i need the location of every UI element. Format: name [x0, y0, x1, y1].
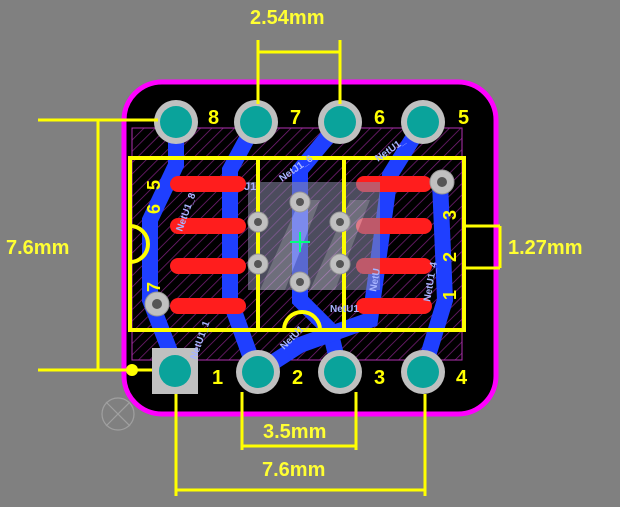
bottom-copper-traces [142, 114, 454, 380]
smd-pin-labels: 5 6 7 3 2 1 [144, 180, 460, 300]
smd-pad-6 [170, 218, 246, 234]
inner-notch [282, 310, 322, 331]
smd-pin-label: 3 [440, 210, 460, 220]
dip-pin-number: 3 [374, 367, 385, 389]
trace-pin8 [142, 114, 186, 380]
dip-width-dimension: 7.6mm [262, 459, 325, 481]
dip-pin-number: 1 [212, 367, 223, 389]
dip-pad-6 [324, 106, 356, 138]
dip-pad-5 [407, 106, 439, 138]
pin1-notch [129, 224, 150, 264]
dip-pad-3 [324, 356, 356, 388]
smd-pin-label: 2 [440, 252, 460, 262]
dip-pin-number: 5 [458, 107, 469, 129]
dip-pad-8 [160, 106, 192, 138]
dip-pin-number: 4 [456, 367, 468, 389]
dip-pin-number: 6 [374, 107, 385, 129]
smd-pin-label: 1 [440, 290, 460, 300]
smd-pitch-dimension: 1.27mm [508, 237, 583, 259]
dip-pad-4 [407, 356, 439, 388]
pitch-dimension: 2.54mm [250, 7, 325, 29]
origin-dot [126, 364, 138, 376]
center-hole-centers [152, 177, 447, 309]
net-label: NetU [368, 268, 383, 293]
dip-pin-number: 8 [208, 107, 219, 129]
dip-pad-2 [242, 356, 274, 388]
center-marker [290, 232, 310, 252]
dip-pads-top [154, 100, 445, 144]
circle-cross-icon [101, 397, 135, 431]
trace-pin4 [415, 174, 454, 380]
dip-pin-number: 7 [290, 107, 301, 129]
dip-pad-7 [240, 106, 272, 138]
trace-pin7 [222, 114, 264, 380]
smd-pad-1 [356, 298, 432, 314]
row-spacing-dimension: 7.6mm [6, 237, 69, 259]
silkscreen [128, 156, 466, 332]
smd-pin-label: 7 [144, 282, 164, 292]
smd-pad-5 [170, 176, 246, 192]
smd-pad-8 [170, 298, 246, 314]
watermark-logo-icon [248, 182, 380, 290]
inner-silkscreen [256, 156, 346, 332]
dip-pad-1 [159, 355, 191, 387]
dip-pin-numbers: 8 7 6 5 1 2 3 4 [208, 107, 469, 389]
dimension-texts: 2.54mm 7.6mm 1.27mm 3.5mm 7.6mm [6, 7, 583, 481]
dip-pads-bottom [152, 348, 445, 394]
smd-pad-7 [170, 258, 246, 274]
dip-pin-number: 2 [292, 367, 303, 389]
smd-pin-label: 6 [144, 204, 164, 214]
dimension-lines [38, 40, 502, 496]
smd-span-dimension: 3.5mm [263, 421, 326, 443]
smd-pin-label: 5 [144, 180, 164, 190]
trace-pin6 [292, 114, 348, 380]
net-label: NetU1 [330, 304, 359, 315]
designator-label: J1 [244, 181, 256, 193]
